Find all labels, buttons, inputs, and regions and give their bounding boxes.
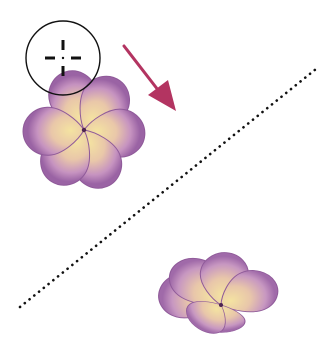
top-flower: [22, 65, 147, 196]
bottom-flower: [152, 250, 287, 340]
flower-center: [219, 303, 223, 307]
flower-center: [82, 128, 86, 132]
diagonal-arrow-icon: [124, 46, 176, 111]
